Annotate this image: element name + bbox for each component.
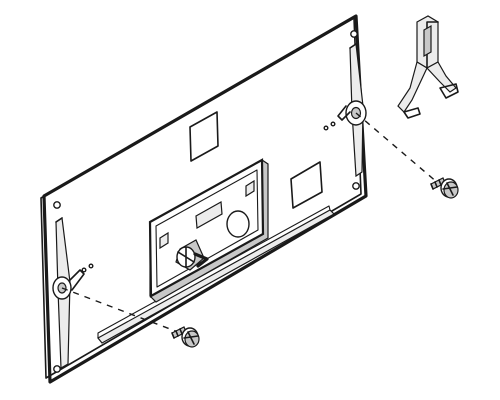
screw-icon bbox=[171, 326, 200, 348]
screw-icon bbox=[430, 177, 459, 199]
square-cutout bbox=[290, 161, 323, 209]
right-mounting-bracket bbox=[337, 42, 367, 178]
hanger-clip bbox=[397, 15, 459, 119]
knob-icon bbox=[175, 239, 209, 271]
assembly-line bbox=[355, 112, 439, 184]
assembly-line bbox=[61, 287, 179, 333]
corner-hole bbox=[53, 201, 61, 209]
square-cutout bbox=[189, 111, 219, 162]
control-module bbox=[148, 158, 269, 303]
indicator-square bbox=[159, 231, 169, 250]
mounting-plate bbox=[40, 14, 368, 384]
indicator-square bbox=[245, 179, 255, 198]
display-slot bbox=[195, 201, 223, 229]
corner-hole bbox=[352, 182, 360, 190]
left-mounting-bracket bbox=[52, 216, 85, 370]
corner-hole bbox=[350, 30, 358, 38]
round-opening bbox=[226, 210, 250, 238]
corner-hole bbox=[53, 365, 61, 373]
